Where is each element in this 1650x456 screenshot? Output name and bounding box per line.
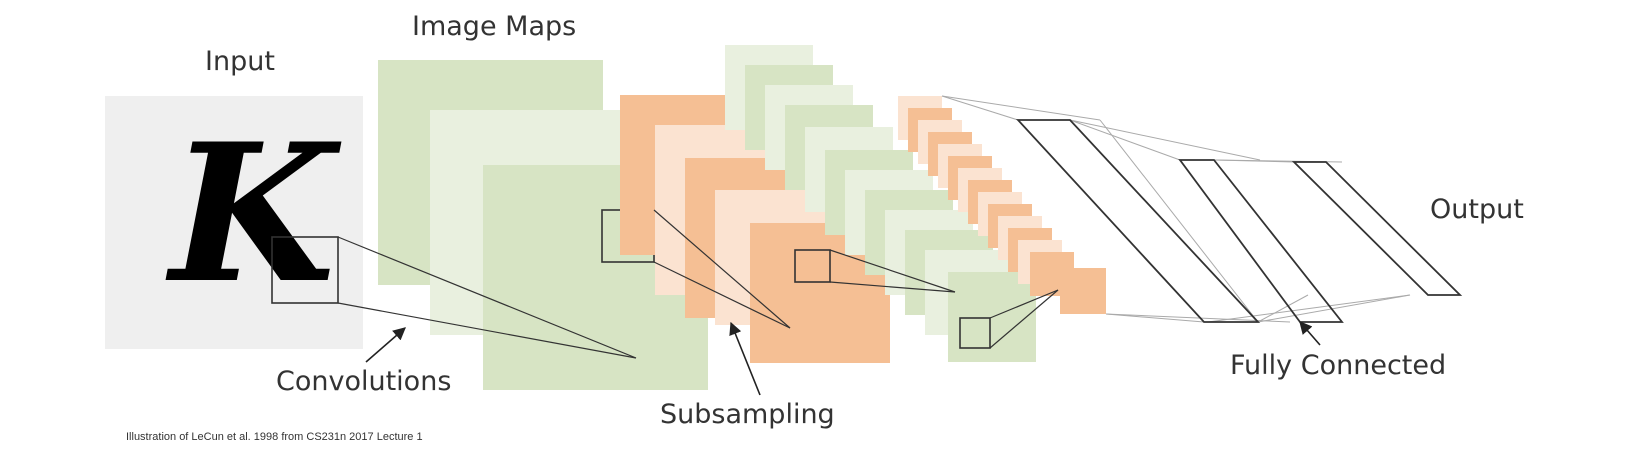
label-image-maps: Image Maps	[412, 11, 576, 42]
subsample-receptive-field	[794, 249, 831, 283]
label-output: Output	[1430, 194, 1524, 225]
small-map	[1060, 268, 1106, 314]
fully-connected-layers	[941, 95, 1463, 323]
subsampling-arrow	[729, 321, 761, 396]
input-image	[105, 96, 363, 349]
annotation-arrows	[365, 321, 1321, 396]
conv-stack-2	[725, 45, 1036, 362]
credit-caption: Illustration of LeCun et al. 1998 from C…	[126, 431, 423, 443]
fc-layer-1	[1015, 119, 1261, 323]
fc-layer-2	[1178, 159, 1344, 323]
input-glyph: K	[165, 102, 342, 325]
label-fully-connected: Fully Connected	[1230, 350, 1446, 381]
convolutions-arrow	[365, 327, 406, 363]
subsampling-stack-2	[898, 96, 1106, 314]
label-subsampling: Subsampling	[660, 399, 835, 430]
projection-lines	[337, 209, 1059, 359]
output-layer	[1291, 161, 1463, 296]
fully-connected-arrow	[1299, 321, 1321, 346]
conv2-receptive-field	[959, 317, 991, 349]
input-receptive-field	[271, 236, 339, 304]
label-convolutions: Convolutions	[276, 366, 451, 397]
label-input: Input	[205, 46, 275, 77]
